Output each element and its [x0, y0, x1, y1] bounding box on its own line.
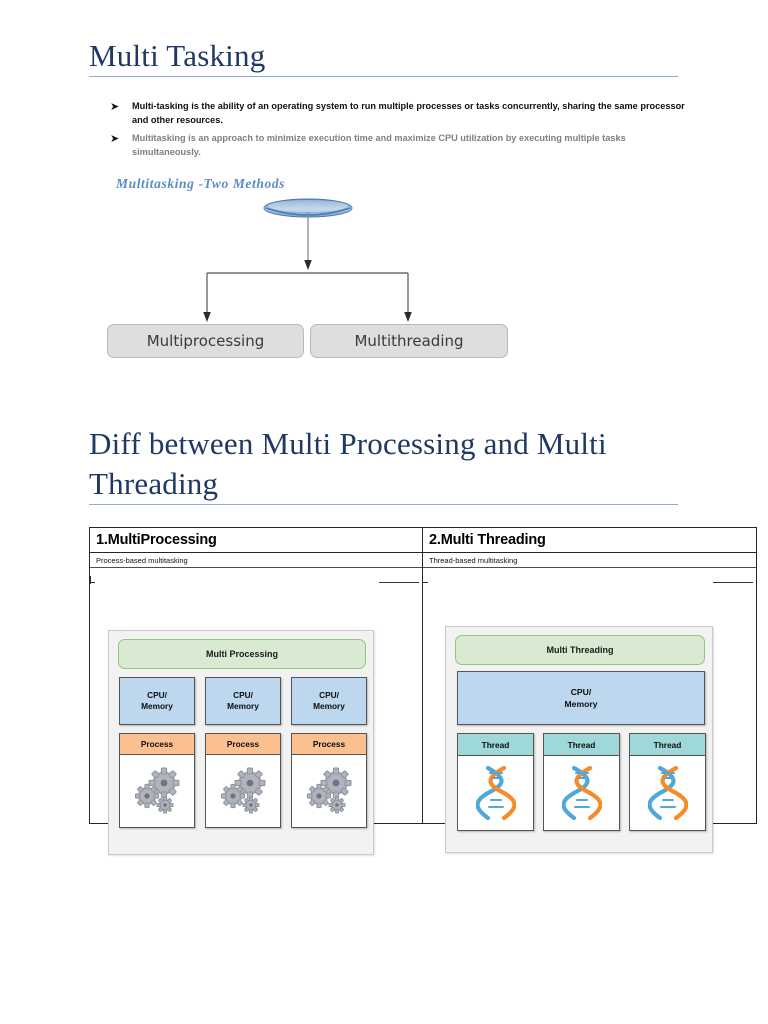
column-header-label: 1.MultiProcessing	[96, 532, 217, 548]
artifact-rule	[423, 582, 428, 584]
process-unit: CPU/ Memory Process	[291, 677, 367, 828]
artifact-rule	[379, 582, 419, 584]
column-header: 1.MultiProcessing	[90, 528, 422, 553]
arrow-bullet-icon: ➤	[110, 132, 120, 145]
cpu-memory-box: CPU/ Memory	[119, 677, 195, 725]
column-subtitle-label: Thread-based multitasking	[429, 555, 518, 565]
bullet-text: Multitasking is an approach to minimize …	[132, 133, 626, 157]
cpu-memory-box: CPU/ Memory	[291, 677, 367, 725]
list-item: ➤ Multitasking is an approach to minimiz…	[110, 131, 690, 159]
cpu-line-1: CPU/	[319, 690, 339, 700]
column-header: 2.Multi Threading	[423, 528, 756, 553]
cpu-line-1: CPU/	[233, 690, 253, 700]
process-label: Process	[292, 734, 366, 755]
gears-icon	[120, 755, 194, 827]
thread-unit: Thread	[629, 733, 706, 831]
cpu-line-2: Memory	[227, 701, 259, 711]
column-body: Multi Processing CPU/ Memory Process	[90, 568, 422, 855]
column-body: Multi Threading CPU/ Memory Thread	[423, 568, 756, 853]
arrow-bullet-icon: ➤	[110, 100, 120, 113]
section-title-divider	[89, 504, 678, 505]
tree-connectors	[203, 198, 412, 322]
artifact-rule	[90, 582, 95, 584]
cpu-line-2: Memory	[141, 701, 173, 711]
process-box: Process	[205, 733, 281, 828]
cpu-memory-box: CPU/ Memory	[205, 677, 281, 725]
diagram-banner: Multi Threading	[455, 635, 705, 665]
gears-icon	[206, 755, 280, 827]
cpu-line-2: Memory	[313, 701, 345, 711]
comparison-table: 1.MultiProcessing Process-based multitas…	[89, 527, 757, 855]
tree-node-multiprocessing[interactable]: Multiprocessing	[107, 324, 304, 358]
diagram-banner-label: Multi Processing	[205, 649, 278, 659]
bullet-list: ➤ Multi-tasking is the ability of an ope…	[110, 99, 690, 163]
table-column-multiprocessing: 1.MultiProcessing Process-based multitas…	[90, 528, 423, 855]
section-title: Diff between Multi Processing and Multi …	[89, 426, 615, 501]
process-label: Process	[206, 734, 280, 755]
process-box: Process	[119, 733, 195, 828]
thread-unit: Thread	[543, 733, 620, 831]
artifact-tick	[90, 576, 92, 584]
cpu-line-2: Memory	[564, 699, 598, 709]
process-label: Process	[120, 734, 194, 755]
cpu-line-1: CPU/	[147, 690, 167, 700]
diagram-banner: Multi Processing	[118, 639, 366, 669]
column-header-label: 2.Multi Threading	[429, 532, 546, 548]
subheading: Multitasking -Two Methods	[116, 176, 286, 191]
table-column-multithreading: 2.Multi Threading Thread-based multitask…	[423, 528, 756, 853]
process-box: Process	[291, 733, 367, 828]
shared-cpu-memory-box: CPU/ Memory	[457, 671, 705, 725]
thread-label: Thread	[630, 734, 705, 756]
column-subtitle: Process-based multitasking	[90, 553, 422, 568]
multithreading-diagram: Multi Threading CPU/ Memory Thread	[445, 626, 713, 853]
dna-helix-icon	[458, 756, 533, 830]
thread-label: Thread	[458, 734, 533, 756]
page-title: Multi Tasking	[89, 38, 266, 73]
dna-helix-icon	[630, 756, 705, 830]
thread-label: Thread	[544, 734, 619, 756]
process-unit: CPU/ Memory Process	[205, 677, 281, 828]
column-subtitle-label: Process-based multitasking	[96, 555, 188, 565]
thread-unit: Thread	[457, 733, 534, 831]
column-subtitle: Thread-based multitasking	[423, 553, 756, 568]
multiprocessing-diagram: Multi Processing CPU/ Memory Process	[108, 630, 374, 855]
process-unit: CPU/ Memory Process	[119, 677, 195, 828]
dna-helix-icon	[544, 756, 619, 830]
artifact-rule	[713, 582, 753, 584]
multitasking-tree-diagram: Multiprocessing Multithreading	[90, 198, 530, 368]
tree-node-multithreading[interactable]: Multithreading	[310, 324, 508, 358]
list-item: ➤ Multi-tasking is the ability of an ope…	[110, 99, 690, 127]
gears-icon	[292, 755, 366, 827]
cpu-line-1: CPU/	[570, 687, 592, 697]
diagram-banner-label: Multi Threading	[546, 645, 614, 655]
title-divider	[89, 76, 678, 77]
bullet-text: Multi-tasking is the ability of an opera…	[132, 101, 685, 125]
